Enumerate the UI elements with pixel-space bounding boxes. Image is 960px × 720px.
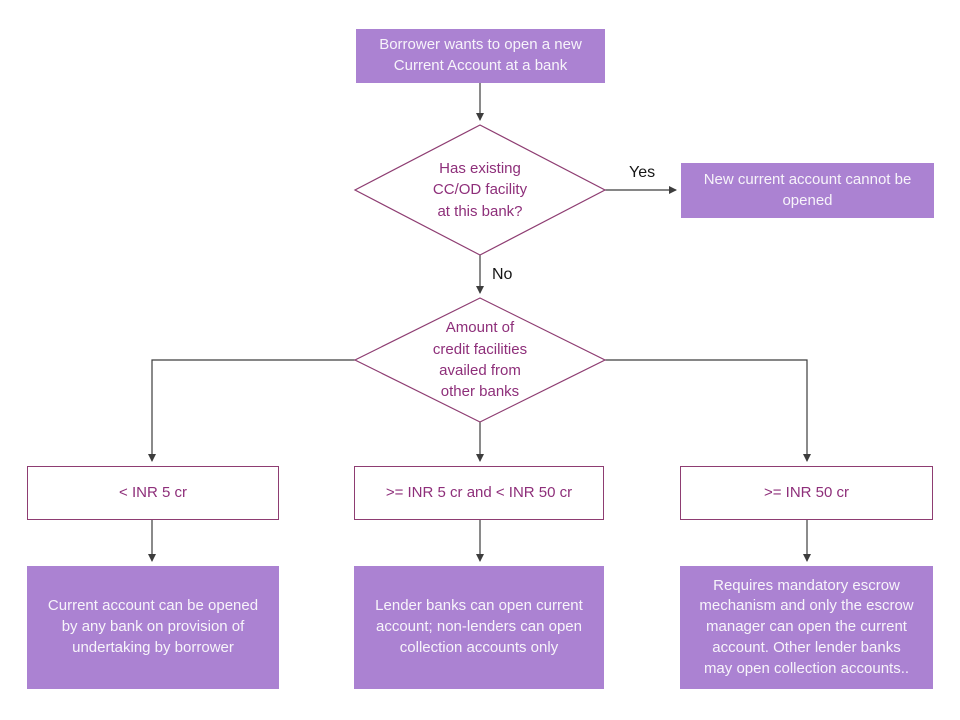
decision-amount-label: Amount of credit facilities availed from… <box>432 319 528 401</box>
result-box-5-to-50cr: Lender banks can open current account; n… <box>354 566 604 689</box>
cond-box-gte-50cr: >= INR 50 cr <box>680 466 933 520</box>
result-box-lt-5cr: Current account can be opened by any ban… <box>27 566 279 689</box>
node-cannot-open: New current account cannot be opened <box>681 163 934 218</box>
cond-box-5-to-50cr: >= INR 5 cr and < INR 50 cr <box>354 466 604 520</box>
decision-ccod-diamond <box>353 124 607 256</box>
result-box-gte-50cr: Requires mandatory escrow mechanism and … <box>680 566 933 689</box>
cond-box-lt-5cr: < INR 5 cr <box>27 466 279 520</box>
decision-amount-diamond <box>353 297 607 423</box>
edge-label-yes: Yes <box>629 164 656 181</box>
connector-decision2-to-cond-lt5 <box>148 359 355 462</box>
decision-ccod-label: Has existing CC/OD facility at this bank… <box>432 160 528 220</box>
edge-label-no: No <box>492 266 513 283</box>
node-start: Borrower wants to open a new Current Acc… <box>356 29 605 83</box>
connector-decision2-to-cond-gte50 <box>605 359 811 462</box>
